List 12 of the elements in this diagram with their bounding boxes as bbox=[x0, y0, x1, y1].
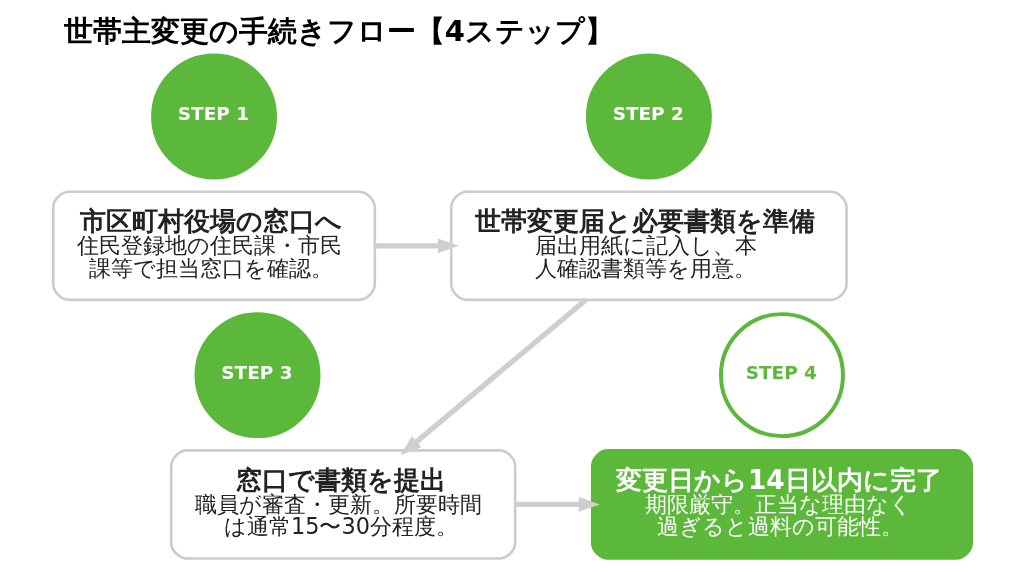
arrow bbox=[374, 238, 459, 254]
node-circle: STEP 2 bbox=[585, 53, 712, 180]
node-circle: STEP 4 bbox=[718, 312, 845, 439]
arrow bbox=[399, 297, 588, 456]
node-box: 世帯変更届と必要書類を準備 届出用紙に記入し、本人確認書類等を用意。 bbox=[449, 190, 848, 302]
diagram-title: 世帯主変更の手続きフロー【4ステップ】 bbox=[63, 13, 614, 48]
node-box: 変更日から14日以内に完了 期限厳守。正当な理由なく過ぎると過料の可能性。 bbox=[590, 449, 973, 560]
arrow bbox=[514, 497, 600, 512]
node-circle: STEP 3 bbox=[194, 312, 320, 439]
node-box: 市区町村役場の窓口へ 住民登録地の住民課・市民課等で担当窓口を確認。 bbox=[51, 190, 376, 302]
node-box: 窓口で書類を提出 職員が審査・更新。所要時間は通常15〜30分程度。 bbox=[169, 449, 516, 560]
node-circle: STEP 1 bbox=[150, 53, 277, 180]
